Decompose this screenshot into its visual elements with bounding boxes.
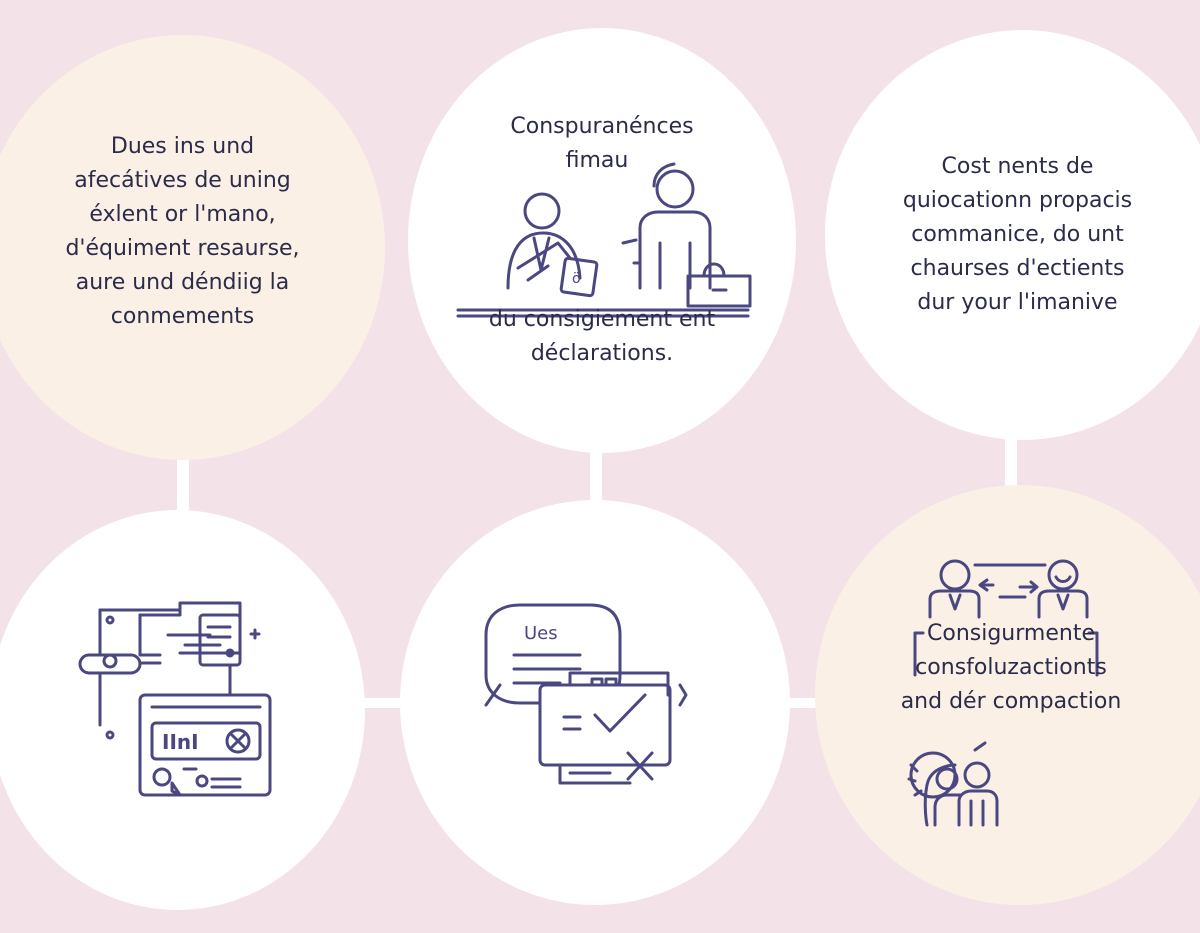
node-top-right: Cost nents de quiocationn propacis comma… (825, 30, 1200, 440)
node-top-middle: Conspuranénces fimau ö (408, 28, 796, 453)
node-text-line: Cost nents de (941, 154, 1094, 179)
node-text-line: du consigiement ent (488, 307, 716, 332)
node-text-line: aure und déndiig la (75, 270, 290, 295)
node-text-line: and dér compaction (900, 689, 1122, 714)
node-bottom-right: Consigurmente consfoluzactionts and dér … (815, 485, 1200, 905)
team-exchange-icon (907, 559, 1099, 827)
node-text-line: Conspuranénces (510, 114, 694, 139)
connector-bottom-middle-right (760, 698, 850, 708)
node-text-line: chaurses d'ectients (910, 256, 1125, 281)
node-text-line: d'équiment resaurse, (65, 236, 300, 261)
node-text-line: afecátives de uning (74, 168, 291, 193)
office-desk-people-icon: ö (456, 162, 752, 318)
node-top-left: Dues ins und afecátives de uning éxlent … (0, 35, 385, 460)
node-text-line: dur your l'imanive (917, 290, 1118, 315)
icon-label: Ues (524, 623, 558, 644)
node-text-line: éxlent or l'mano, (89, 202, 276, 227)
node-text-line: consfoluzactionts (915, 655, 1107, 680)
icon-label: IInI (162, 730, 199, 754)
node-text-line: Dues ins und (110, 134, 255, 159)
node-text-line: déclarations. (530, 341, 674, 366)
node-top-middle-bottom-text: du consigiement ent déclarations. (408, 303, 796, 371)
node-top-right-text: Cost nents de quiocationn propacis comma… (825, 150, 1200, 320)
node-text-line: fimau (565, 148, 629, 173)
node-bottom-right-text: Consigurmente consfoluzactionts and dér … (815, 617, 1200, 719)
node-top-middle-top-text: Conspuranénces fimau (408, 110, 796, 178)
connector-bottom-left-middle (350, 698, 440, 708)
workflow-documents-icon: IInI (78, 601, 272, 797)
node-text-line: commanice, do unt (911, 222, 1124, 247)
node-text-line: conmements (110, 304, 255, 329)
node-bottom-middle: Ues (400, 500, 790, 905)
chat-checklist-icon: Ues (484, 603, 688, 785)
svg-text:ö: ö (572, 271, 581, 287)
node-text-line: Consigurmente (927, 621, 1095, 646)
node-bottom-left: IInI (0, 510, 365, 910)
node-text-line: quiocationn propacis (902, 188, 1133, 213)
node-top-left-text: Dues ins und afecátives de uning éxlent … (0, 130, 385, 334)
